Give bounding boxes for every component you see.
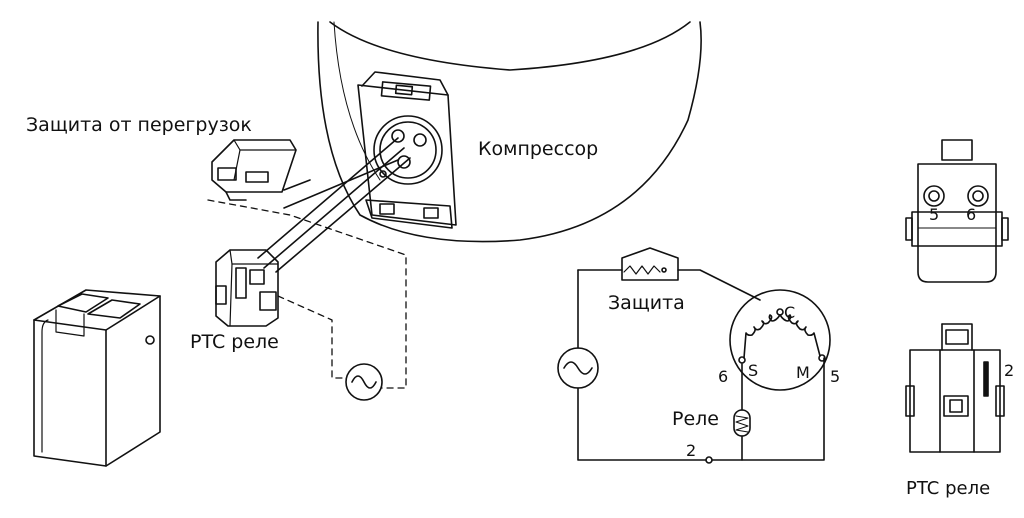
- ptc-relay-side-view: [905, 323, 1005, 453]
- side-view-pin-2-label: 2: [1004, 361, 1014, 380]
- ptc-relay-right-label: PTC реле: [906, 478, 991, 499]
- compressor-label: Компрессор: [478, 138, 599, 160]
- relay-label: Реле: [672, 408, 719, 430]
- compressor-terminal-block: [357, 71, 457, 229]
- ptc-relay-isometric: [215, 249, 279, 327]
- top-view-pin-5-label: 5: [929, 205, 939, 224]
- ac-source-schematic-icon: [557, 347, 599, 389]
- pin-6-label: 6: [718, 367, 728, 386]
- terminal-m-label: M: [796, 363, 810, 382]
- pin-2-label: 2: [686, 441, 696, 460]
- circuit-schematic: [557, 247, 831, 464]
- terminal-s-label: S: [748, 361, 758, 380]
- ptc-relay-top-view: [905, 139, 1009, 283]
- terminal-c-label: C: [784, 303, 795, 322]
- node-2-icon: [705, 456, 713, 464]
- compressor-to-relay-wires: [257, 137, 411, 273]
- overload-protector: [211, 139, 311, 201]
- dashed-wiring: [207, 199, 407, 389]
- ptc-relay-left-label: PTC реле: [190, 331, 279, 353]
- protection-label: Защита: [608, 292, 685, 314]
- overload-protector-label: Защита от перегрузок: [26, 114, 252, 136]
- top-view-pin-6-label: 6: [966, 205, 976, 224]
- motor-windings: [729, 289, 831, 391]
- compressor-body: [317, 21, 702, 243]
- relay-symbol: [733, 409, 751, 437]
- protection-symbol: [621, 247, 679, 281]
- ac-source-left-icon: [345, 363, 383, 401]
- relay-cover: [33, 289, 161, 467]
- pin-5-label: 5: [830, 367, 840, 386]
